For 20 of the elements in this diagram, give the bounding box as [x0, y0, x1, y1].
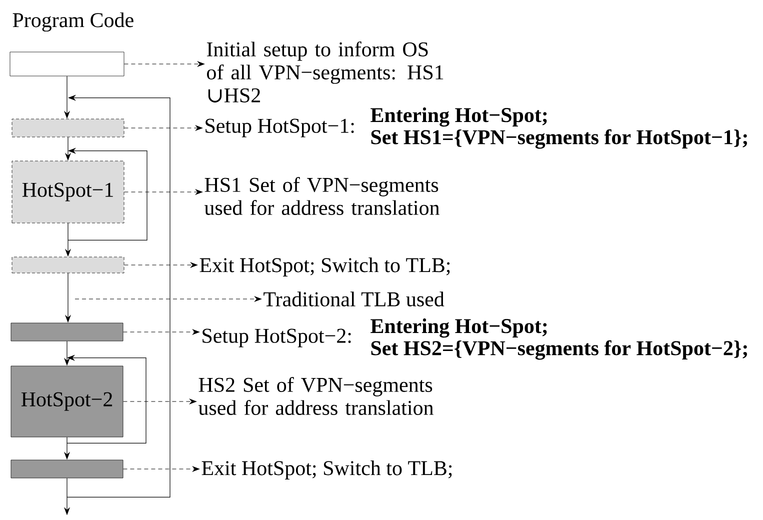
annotation-text: Setup HotSpot−1:	[206, 118, 354, 138]
code-block	[10, 52, 124, 76]
annotation-text: Exit HotSpot; Switch to TLB;	[200, 257, 450, 277]
statement-text: Set HS1={VPN−segments for HotSpot−1};	[371, 129, 747, 149]
annotation-text: Exit HotSpot; Switch to TLB;	[202, 460, 452, 480]
hotspot-box: HotSpot−1	[12, 160, 124, 224]
annotation-text: Initial setup to inform OS of all VPN−segments: HS1 ∪HS2	[206, 41, 444, 103]
annotation-text: HS1 Set of VPN−segments used for address translation	[204, 177, 440, 215]
code-block	[12, 118, 124, 138]
statement-text: Set HS2={VPN−segments for HotSpot−2};	[371, 340, 747, 360]
annotation-text: Traditional TLB used	[264, 292, 444, 306]
hotspot-box: HotSpot−2	[10, 366, 124, 438]
title: Program Code	[12, 12, 134, 32]
statement-text: Entering Hot−Spot;	[370, 107, 547, 127]
code-block	[10, 460, 124, 478]
annotation-text: Setup HotSpot−2:	[202, 328, 351, 348]
code-block	[12, 256, 124, 274]
statement-text: Entering Hot−Spot;	[370, 318, 547, 338]
code-block	[10, 322, 124, 342]
annotation-text: HS2 Set of VPN−segments used for address translation	[198, 377, 434, 415]
